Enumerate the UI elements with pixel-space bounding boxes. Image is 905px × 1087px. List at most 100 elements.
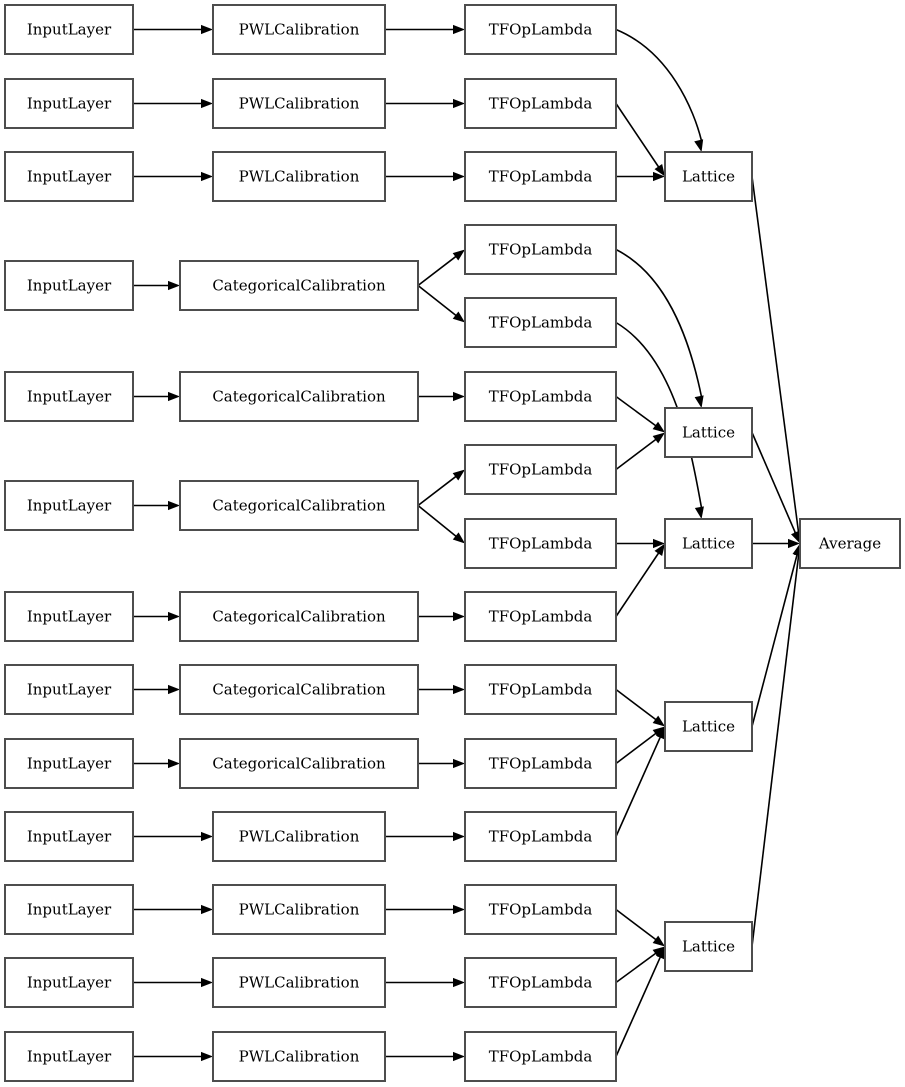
node-box[interactable]	[464, 297, 617, 348]
graph-node-cal11[interactable]: PWLCalibration	[212, 884, 386, 935]
node-box[interactable]	[664, 407, 753, 458]
graph-node-cal6[interactable]: CategoricalCalibration	[179, 480, 419, 531]
graph-node-cal12[interactable]: PWLCalibration	[212, 957, 386, 1008]
node-box[interactable]	[464, 957, 617, 1008]
graph-node-cal9[interactable]: CategoricalCalibration	[179, 738, 419, 789]
node-box[interactable]	[464, 224, 617, 275]
graph-node-in10[interactable]: InputLayer	[4, 811, 134, 862]
node-box[interactable]	[464, 518, 617, 569]
graph-node-lat2[interactable]: Lattice	[664, 407, 753, 458]
node-box[interactable]	[4, 738, 134, 789]
node-box[interactable]	[179, 260, 419, 311]
graph-node-cal8[interactable]: CategoricalCalibration	[179, 664, 419, 715]
node-box[interactable]	[464, 444, 617, 495]
graph-node-lat5[interactable]: Lattice	[664, 921, 753, 972]
graph-node-lat3[interactable]: Lattice	[664, 518, 753, 569]
graph-node-op10[interactable]: TFOpLambda	[464, 664, 617, 715]
graph-node-op5[interactable]: TFOpLambda	[464, 297, 617, 348]
node-box[interactable]	[464, 591, 617, 642]
graph-node-op7[interactable]: TFOpLambda	[464, 444, 617, 495]
node-box[interactable]	[212, 884, 386, 935]
node-box[interactable]	[664, 151, 753, 202]
node-box[interactable]	[464, 4, 617, 55]
node-box[interactable]	[4, 591, 134, 642]
node-box[interactable]	[4, 1031, 134, 1082]
graph-node-op11[interactable]: TFOpLambda	[464, 738, 617, 789]
node-label: TFOpLambda	[489, 828, 593, 846]
node-box[interactable]	[464, 1031, 617, 1082]
edge-in6-to-cal6	[133, 500, 180, 511]
graph-node-op14[interactable]: TFOpLambda	[464, 957, 617, 1008]
node-box[interactable]	[4, 4, 134, 55]
node-box[interactable]	[212, 78, 386, 129]
node-box[interactable]	[464, 884, 617, 935]
graph-node-in9[interactable]: InputLayer	[4, 738, 134, 789]
node-box[interactable]	[179, 591, 419, 642]
node-box[interactable]	[179, 664, 419, 715]
graph-node-cal4[interactable]: CategoricalCalibration	[179, 260, 419, 311]
graph-node-in2[interactable]: InputLayer	[4, 78, 134, 129]
graph-node-op15[interactable]: TFOpLambda	[464, 1031, 617, 1082]
graph-node-in12[interactable]: InputLayer	[4, 957, 134, 1008]
graph-node-in1[interactable]: InputLayer	[4, 4, 134, 55]
node-box[interactable]	[212, 811, 386, 862]
node-box[interactable]	[464, 664, 617, 715]
graph-node-in6[interactable]: InputLayer	[4, 480, 134, 531]
edge-arrowhead	[452, 469, 465, 481]
node-box[interactable]	[4, 151, 134, 202]
node-box[interactable]	[664, 518, 753, 569]
node-box[interactable]	[212, 957, 386, 1008]
edge-op3-to-lat1	[616, 171, 665, 182]
node-label: TFOpLambda	[489, 21, 593, 39]
node-box[interactable]	[212, 4, 386, 55]
node-box[interactable]	[4, 884, 134, 935]
graph-node-op8[interactable]: TFOpLambda	[464, 518, 617, 569]
graph-node-op13[interactable]: TFOpLambda	[464, 884, 617, 935]
node-box[interactable]	[212, 1031, 386, 1082]
node-box[interactable]	[179, 371, 419, 422]
node-box[interactable]	[464, 78, 617, 129]
node-box[interactable]	[4, 957, 134, 1008]
node-box[interactable]	[464, 738, 617, 789]
node-box[interactable]	[212, 151, 386, 202]
graph-node-op2[interactable]: TFOpLambda	[464, 78, 617, 129]
node-box[interactable]	[4, 811, 134, 862]
graph-node-op12[interactable]: TFOpLambda	[464, 811, 617, 862]
graph-node-in8[interactable]: InputLayer	[4, 664, 134, 715]
graph-node-cal10[interactable]: PWLCalibration	[212, 811, 386, 862]
graph-node-in7[interactable]: InputLayer	[4, 591, 134, 642]
node-box[interactable]	[664, 921, 753, 972]
graph-node-cal1[interactable]: PWLCalibration	[212, 4, 386, 55]
graph-node-in11[interactable]: InputLayer	[4, 884, 134, 935]
graph-node-in4[interactable]: InputLayer	[4, 260, 134, 311]
node-box[interactable]	[179, 738, 419, 789]
graph-node-cal7[interactable]: CategoricalCalibration	[179, 591, 419, 642]
graph-node-avg[interactable]: Average	[799, 518, 901, 569]
node-box[interactable]	[464, 151, 617, 202]
node-box[interactable]	[4, 664, 134, 715]
node-box[interactable]	[4, 371, 134, 422]
graph-node-in3[interactable]: InputLayer	[4, 151, 134, 202]
graph-node-in5[interactable]: InputLayer	[4, 371, 134, 422]
graph-node-cal13[interactable]: PWLCalibration	[212, 1031, 386, 1082]
node-label: TFOpLambda	[489, 974, 593, 992]
graph-node-cal5[interactable]: CategoricalCalibration	[179, 371, 419, 422]
node-box[interactable]	[464, 811, 617, 862]
graph-node-op9[interactable]: TFOpLambda	[464, 591, 617, 642]
node-box[interactable]	[4, 480, 134, 531]
graph-node-in13[interactable]: InputLayer	[4, 1031, 134, 1082]
node-box[interactable]	[799, 518, 901, 569]
graph-node-cal3[interactable]: PWLCalibration	[212, 151, 386, 202]
graph-node-lat1[interactable]: Lattice	[664, 151, 753, 202]
graph-node-op1[interactable]: TFOpLambda	[464, 4, 617, 55]
graph-node-cal2[interactable]: PWLCalibration	[212, 78, 386, 129]
node-box[interactable]	[4, 260, 134, 311]
node-box[interactable]	[179, 480, 419, 531]
graph-node-op3[interactable]: TFOpLambda	[464, 151, 617, 202]
node-box[interactable]	[664, 701, 753, 752]
graph-node-op6[interactable]: TFOpLambda	[464, 371, 617, 422]
graph-node-op4[interactable]: TFOpLambda	[464, 224, 617, 275]
node-box[interactable]	[464, 371, 617, 422]
node-box[interactable]	[4, 78, 134, 129]
graph-node-lat4[interactable]: Lattice	[664, 701, 753, 752]
